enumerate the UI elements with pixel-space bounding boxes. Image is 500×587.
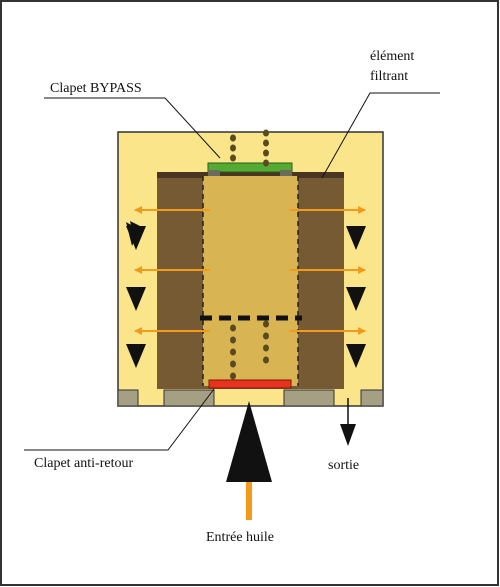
label-bypass-valve: Clapet BYPASS [50,81,142,96]
filter-element-top-cap [157,172,344,178]
outlet-arrow [340,398,356,446]
label-filter-element-line1: élément [370,49,414,64]
label-outlet: sortie [328,458,359,473]
label-inlet: Entrée huile [206,530,274,545]
flow-arrows-left [134,206,210,335]
base-plate [117,389,384,407]
bypass-valve-seat-right [280,170,292,176]
inlet-arrow [226,401,272,520]
label-filter-element-line2: filtrant [370,69,408,84]
filter-core [203,176,298,386]
label-check-valve: Clapet anti-retour [34,456,133,471]
bypass-flow-dots [230,129,269,167]
core-flow-dots [230,320,269,380]
down-arrows-left [126,221,146,368]
leader-lines [24,92,440,451]
flow-arrows-right [290,206,366,335]
bypass-valve-seat-left [208,170,220,176]
check-valve [208,379,292,389]
bypass-valve [207,162,293,173]
down-arrows-right [346,226,366,368]
